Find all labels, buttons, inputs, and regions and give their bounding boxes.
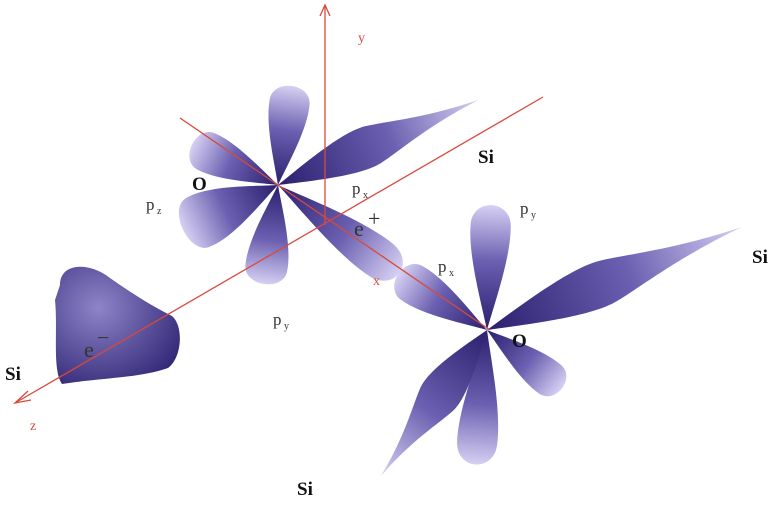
orbital-label-px-left: p x [352,179,368,201]
svg-text:x: x [449,268,454,279]
svg-text:p: p [520,199,529,218]
silicon-right-label: Si [752,247,768,268]
y-axis-label: y [358,31,365,46]
oxygen-left-label: O [192,174,207,195]
oxygen-right-label: O [512,331,527,352]
oxygen-right-orbitals [364,204,751,489]
orbital-label-py-right: p y [520,199,536,221]
electron-cloud-blob [55,266,180,384]
svg-text:p: p [146,195,155,214]
y-axis-arrow [319,3,331,17]
svg-text:p: p [273,310,282,329]
x-axis-label: x [373,274,380,289]
svg-text:+: + [368,206,380,231]
svg-text:z: z [157,206,162,217]
x-axis-line [179,117,491,331]
positive-charge-label: e + [354,206,380,241]
svg-text:−: − [97,325,109,350]
orbital-label-px-right: p x [438,257,454,279]
svg-text:y: y [531,210,536,221]
z-axis-line [14,96,544,404]
svg-text:y: y [284,321,289,332]
svg-text:p: p [352,179,361,198]
silicon-left-label: Si [5,364,21,385]
silicon-bottom-label: Si [297,479,313,500]
negative-charge-label: e − [84,325,109,362]
svg-text:e: e [84,337,94,362]
orbital-label-py-left: p y [273,310,289,332]
z-axis-label: z [30,419,36,434]
svg-text:x: x [363,190,368,201]
axes [12,3,544,405]
svg-text:p: p [438,257,447,276]
silicon-top-label: Si [478,147,494,168]
z-axis-arrow [12,390,32,405]
orbital-label-pz-left: p z [146,195,162,217]
svg-text:e: e [354,216,364,241]
